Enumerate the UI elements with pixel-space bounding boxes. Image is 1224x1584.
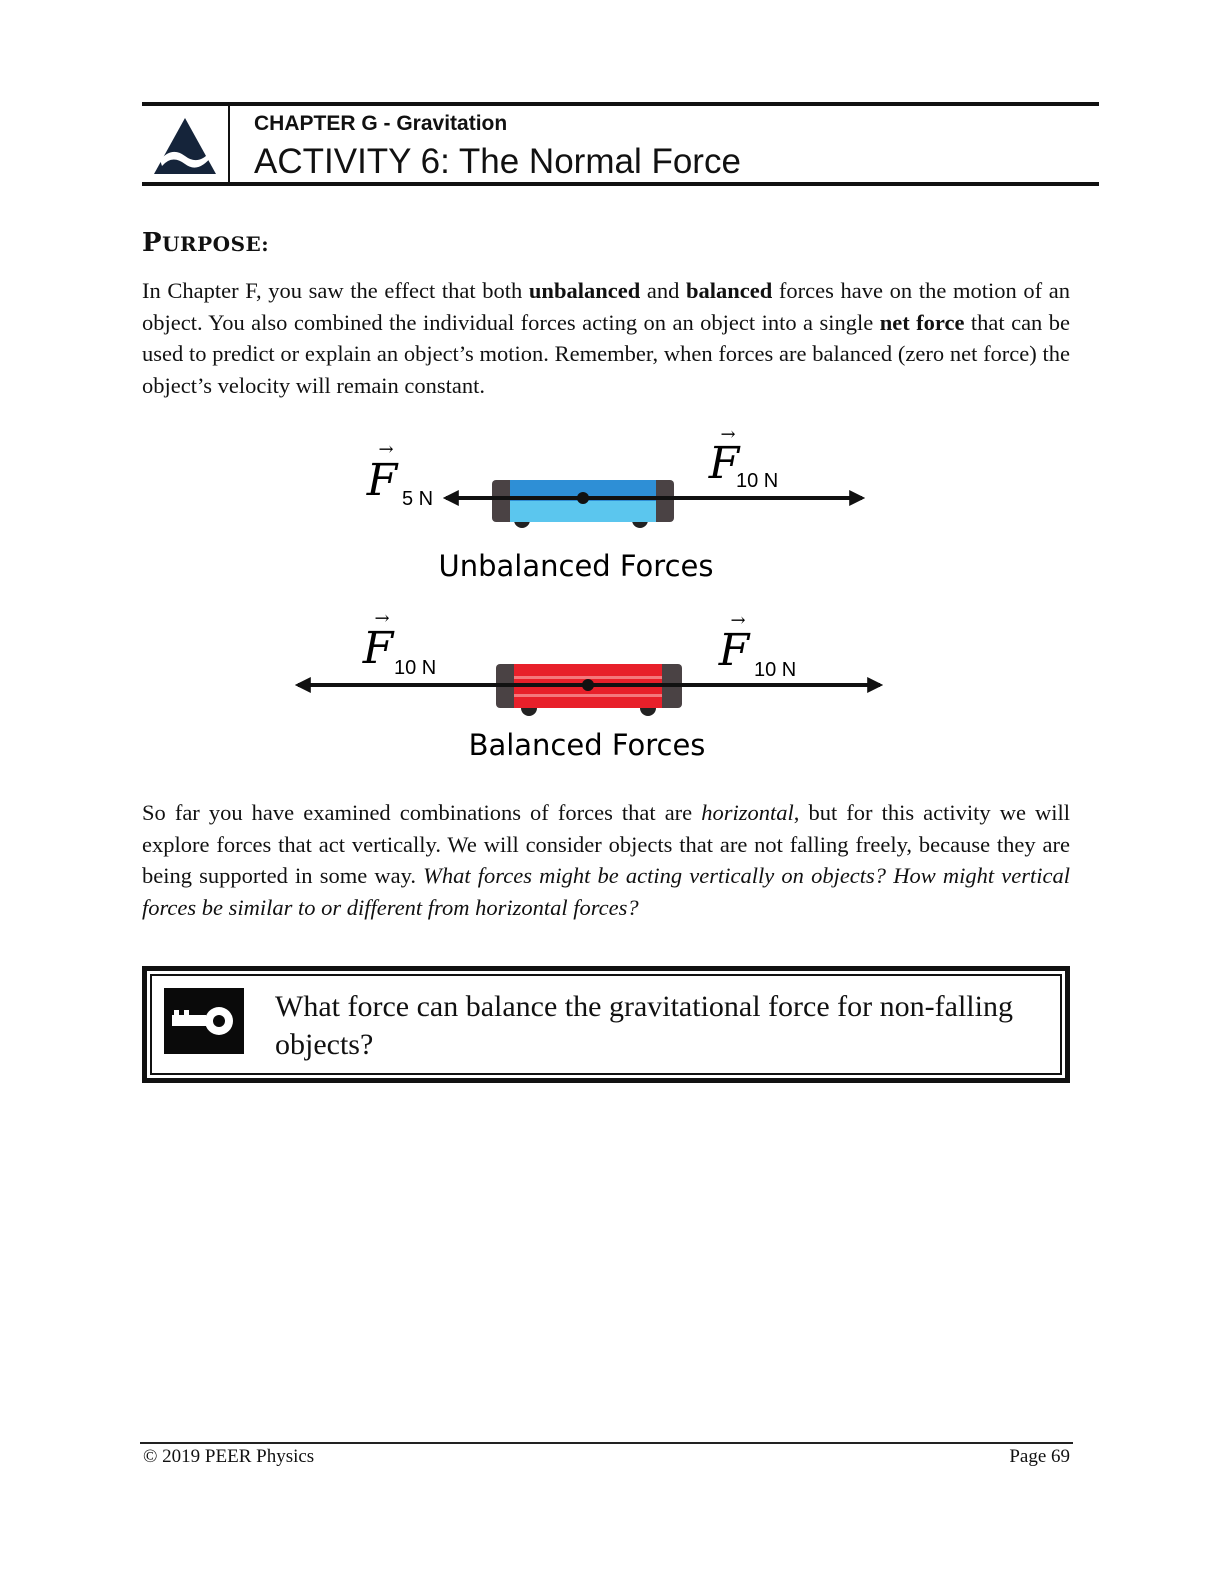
logo xyxy=(142,106,230,182)
chapter-title: CHAPTER G - Gravitation xyxy=(254,112,508,135)
svg-text:10 N: 10 N xyxy=(394,657,436,679)
svg-text:10 N: 10 N xyxy=(754,659,796,681)
activity-title: ACTIVITY 6: The Normal Force xyxy=(254,142,741,181)
unbalanced-forces-figure: → F 5 N → F 10 N Unbalanced Forces xyxy=(366,424,866,583)
key-question-box: What force can balance the gravitational… xyxy=(142,966,1070,1083)
svg-text:F: F xyxy=(366,455,399,506)
key-icon xyxy=(164,988,244,1054)
svg-text:F: F xyxy=(708,438,741,489)
purpose-heading: PURPOSE: xyxy=(142,228,270,258)
center-point xyxy=(577,492,589,504)
svg-text:F: F xyxy=(362,623,395,674)
page-header: CHAPTER G - Gravitation ACTIVITY 6: The … xyxy=(142,102,1099,186)
svg-text:10 N: 10 N xyxy=(736,470,778,492)
unbalanced-caption: Unbalanced Forces xyxy=(439,549,714,583)
mountain-logo-icon xyxy=(154,118,216,174)
balanced-forces-figure: → F 10 N → F 10 N Balanced Forces xyxy=(294,608,884,762)
forces-diagram: → F 5 N → F 10 N Unbalanced Forces → F 1… xyxy=(294,424,884,762)
force-label-right: → F 10 N xyxy=(708,424,779,492)
force-label-left: → F 10 N xyxy=(362,608,437,679)
intro-paragraph: So far you have examined combinations of… xyxy=(142,800,1070,920)
force-label-right: → F 10 N xyxy=(718,610,797,681)
svg-text:5 N: 5 N xyxy=(402,488,433,510)
key-question-text: What force can balance the gravitational… xyxy=(275,990,1013,1061)
svg-text:→: → xyxy=(378,439,393,460)
center-point xyxy=(582,679,594,691)
purpose-paragraph: In Chapter F, you saw the effect that bo… xyxy=(142,278,1070,398)
page-number: Page 69 xyxy=(1009,1446,1070,1467)
copyright: © 2019 PEER Physics xyxy=(143,1446,315,1467)
svg-text:→: → xyxy=(720,424,735,445)
footer-divider xyxy=(140,1442,1073,1444)
svg-text:→: → xyxy=(730,610,745,631)
balanced-caption: Balanced Forces xyxy=(469,728,706,762)
svg-text:→: → xyxy=(374,608,389,629)
svg-text:F: F xyxy=(718,625,751,676)
force-label-left: → F 5 N xyxy=(366,439,433,510)
